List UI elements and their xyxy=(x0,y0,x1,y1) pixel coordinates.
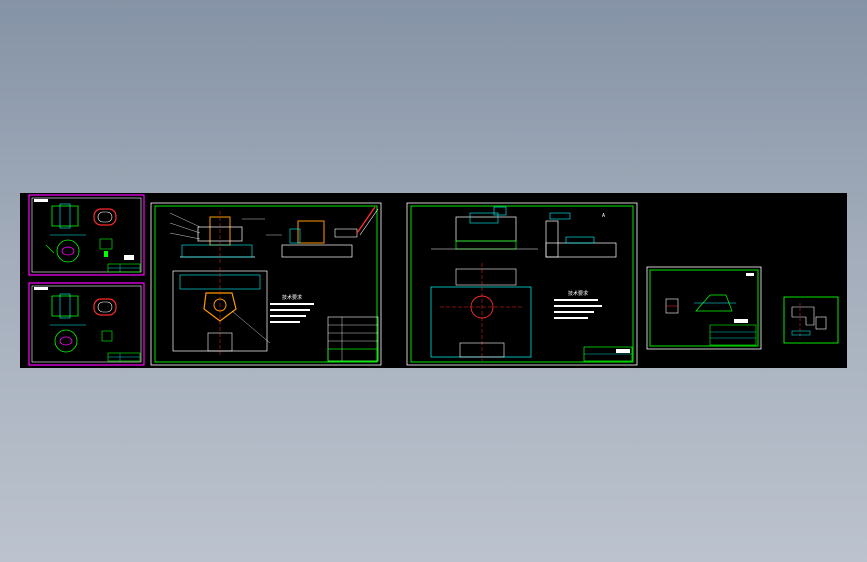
sheet-3-tech-line-4 xyxy=(270,321,300,323)
sheet-5-corner-label xyxy=(746,273,754,276)
sheet-1[interactable] xyxy=(28,194,145,276)
sheet-3-handle-edge xyxy=(359,208,379,236)
sheet-2-round-hole xyxy=(59,336,73,346)
sheet-3-side-workpiece xyxy=(297,220,325,244)
drawing-canvas[interactable]: 技术要求 xyxy=(20,193,847,368)
sheet-1-front-view xyxy=(51,205,79,227)
sheet-3-plan-leader xyxy=(231,310,271,344)
sheet-1-front-view-core xyxy=(59,203,71,229)
sheet-4-note: A xyxy=(602,213,605,219)
sheet-3-tech-heading: 技术要求 xyxy=(282,294,302,301)
sheet-5-inner-frame xyxy=(649,269,759,347)
sheet-3-title-block xyxy=(327,348,379,362)
sheet-1-round-view xyxy=(56,239,80,263)
sheet-3-side-base xyxy=(281,244,353,258)
sheet-3-plan-locator xyxy=(207,332,233,352)
sheet-4-plan-top-block xyxy=(455,268,517,286)
sheet-5[interactable] xyxy=(646,266,762,350)
sheet-4-side-clamp xyxy=(565,236,595,244)
sheet-6[interactable] xyxy=(783,296,839,344)
sheet-4-tech-line-1 xyxy=(554,299,598,301)
sheet-1-slot-view xyxy=(93,208,117,226)
sheet-2-front-view-core xyxy=(59,293,71,319)
sheet-1-label-box xyxy=(34,199,48,202)
sheet-1-leader xyxy=(45,244,55,254)
sheet-4-outer-frame xyxy=(406,202,638,366)
sheet-2-slot-inner xyxy=(97,301,113,313)
sheet-3-tech-line-3 xyxy=(270,315,306,317)
sheet-2-round-view xyxy=(54,329,78,353)
sheet-3[interactable]: 技术要求 xyxy=(150,202,382,366)
sheet-2-inner-frame xyxy=(31,285,142,363)
sheet-4-side-upright xyxy=(545,220,559,258)
sheet-4-front-top-part xyxy=(493,206,507,216)
sheet-3-leader-3 xyxy=(169,232,201,240)
sheet-2-front-view xyxy=(51,295,79,317)
sheet-1-mark xyxy=(104,251,108,257)
sheet-4-tech-line-3 xyxy=(554,311,594,313)
sheet-4-tech-line-2 xyxy=(554,305,602,307)
sheet-4-tech-heading: 技术要求 xyxy=(568,290,588,297)
sheet-4-side-base xyxy=(545,242,617,258)
sheet-4-side-top xyxy=(549,212,571,220)
sheet-6-dim-box xyxy=(791,330,811,336)
sheet-1-roughness-note xyxy=(124,255,134,260)
sheet-4-plan-locator xyxy=(459,342,505,358)
sheet-5-note xyxy=(734,319,748,323)
sheet-4-front-base xyxy=(455,240,517,250)
model-space-area[interactable]: 技术要求 xyxy=(20,193,847,368)
sheet-3-outer-frame xyxy=(150,202,382,366)
sheet-3-side-support xyxy=(289,228,301,244)
sheet-6-profile xyxy=(791,306,815,326)
sheet-6-frame xyxy=(783,296,839,344)
sheet-4-inner-frame xyxy=(410,205,634,363)
sheet-2-small-view xyxy=(101,330,113,342)
sheet-4[interactable]: A 技术要求 xyxy=(406,202,638,366)
sheet-1-small-view xyxy=(99,238,113,250)
sheet-3-leader-1 xyxy=(169,212,201,228)
sheet-1-slot-inner xyxy=(97,211,113,223)
sheet-3-bom-table xyxy=(327,316,379,362)
sheet-4-front-body xyxy=(455,216,517,242)
sheet-3-inner-frame xyxy=(154,205,378,363)
sheet-2-label-box xyxy=(34,287,48,290)
sheet-5-title-block xyxy=(709,324,757,346)
sheet-1-frame xyxy=(28,194,145,276)
sheet-4-plan-outline xyxy=(430,286,532,358)
sheet-5-view-b xyxy=(695,294,733,312)
sheet-6-block xyxy=(815,316,827,330)
sheet-3-leader-2 xyxy=(169,222,201,234)
sheet-3-tech-line-2 xyxy=(270,309,310,311)
sheet-3-handle[interactable] xyxy=(356,206,376,234)
sheet-4-title-name xyxy=(616,349,630,353)
sheet-3-tech-line-1 xyxy=(270,303,314,305)
sheet-5-outer-frame xyxy=(646,266,762,350)
sheet-2-frame xyxy=(28,282,145,366)
sheet-3-screw-body xyxy=(334,228,358,238)
sheet-4-tech-line-4 xyxy=(554,317,588,319)
sheet-2[interactable] xyxy=(28,282,145,366)
sheet-3-base-plate xyxy=(181,244,253,258)
sheet-3-plan-workpiece xyxy=(203,292,237,322)
sheet-1-round-hole xyxy=(61,246,75,256)
sheet-1-inner-frame xyxy=(31,197,142,273)
sheet-4-front-clamp xyxy=(469,212,499,224)
sheet-2-slot-view xyxy=(93,298,117,316)
